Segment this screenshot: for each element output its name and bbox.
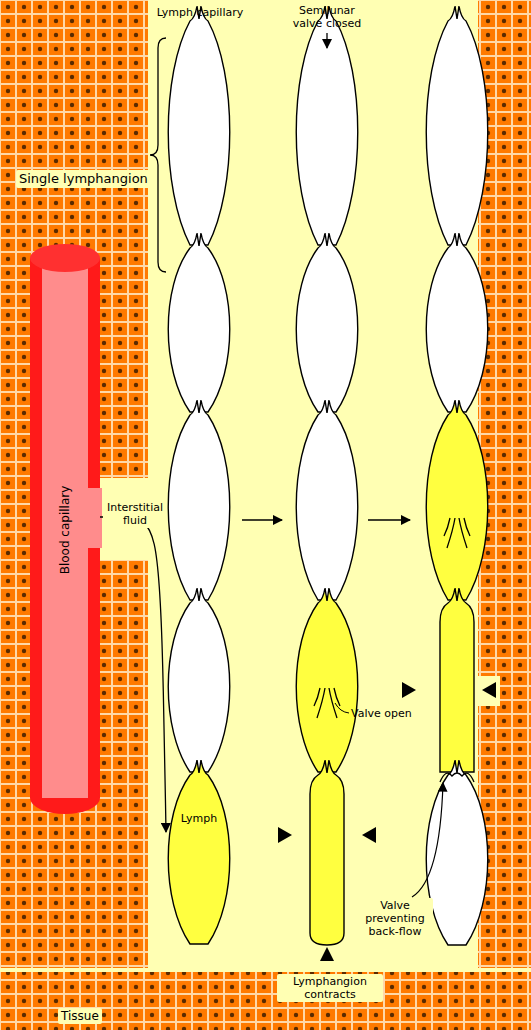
stage-arrow	[242, 519, 282, 520]
edge-label: Interstitial fluid	[103, 500, 167, 528]
lymphangion	[426, 6, 488, 245]
vessel-lumen	[42, 258, 88, 798]
lymphangion	[296, 233, 358, 412]
brace	[150, 38, 166, 272]
lymphangion	[440, 588, 474, 772]
vessel-label: Blood capillary	[58, 486, 72, 575]
lymphangion-outline	[168, 760, 230, 944]
leader-arrow	[326, 33, 327, 48]
valve-leaflet	[447, 518, 455, 548]
lymphangion	[296, 6, 358, 245]
tissue	[0, 0, 148, 968]
leader-line	[335, 703, 349, 713]
tissue	[0, 972, 531, 1030]
flow-arrow	[100, 517, 166, 832]
valve-leaflet	[444, 518, 450, 536]
label: Lymphangion contracts	[277, 974, 383, 1002]
interstitial-space	[478, 676, 500, 706]
blood-capillary	[30, 244, 102, 814]
valve-leaflet	[329, 688, 337, 718]
lymphangion	[310, 760, 344, 945]
squeeze-arrowhead	[402, 682, 416, 698]
label: Tissue	[58, 1008, 102, 1024]
lymphangion	[296, 588, 358, 772]
vessel-gap	[86, 488, 102, 548]
vessel-end	[30, 244, 100, 272]
label: Single lymphangion	[16, 170, 151, 188]
squeeze-arrowhead	[320, 947, 334, 961]
valve-leaflet	[314, 688, 320, 706]
lymphangion	[426, 233, 488, 412]
valve-leaflet	[464, 518, 470, 536]
lymphangion	[168, 6, 230, 245]
lymphangion	[426, 400, 488, 600]
leader-arrow	[412, 783, 443, 897]
stage-arrow	[368, 519, 410, 520]
lymphangion-outline	[166, 760, 232, 945]
squeeze-arrowhead	[482, 682, 496, 698]
squeeze-arrowhead	[362, 827, 376, 843]
lymphangion	[296, 400, 358, 600]
lymphangion: Lymph	[166, 760, 232, 945]
lymphangion	[168, 400, 230, 600]
valve-leaflet	[440, 773, 474, 782]
blood-capillary: Blood capillary	[30, 245, 100, 815]
label: Semilunar valve closed	[286, 4, 368, 30]
label: Lymph capillary	[145, 6, 255, 19]
label: Valve preventing back-flow	[357, 898, 433, 940]
lymphangion	[168, 588, 230, 772]
squeeze-arrowhead	[278, 827, 292, 843]
lymphangion	[168, 233, 230, 412]
valve-leaflet	[317, 688, 325, 718]
label: Valve open	[351, 707, 412, 720]
node-label: Lymph	[166, 760, 232, 825]
valve-leaflet	[459, 518, 467, 548]
